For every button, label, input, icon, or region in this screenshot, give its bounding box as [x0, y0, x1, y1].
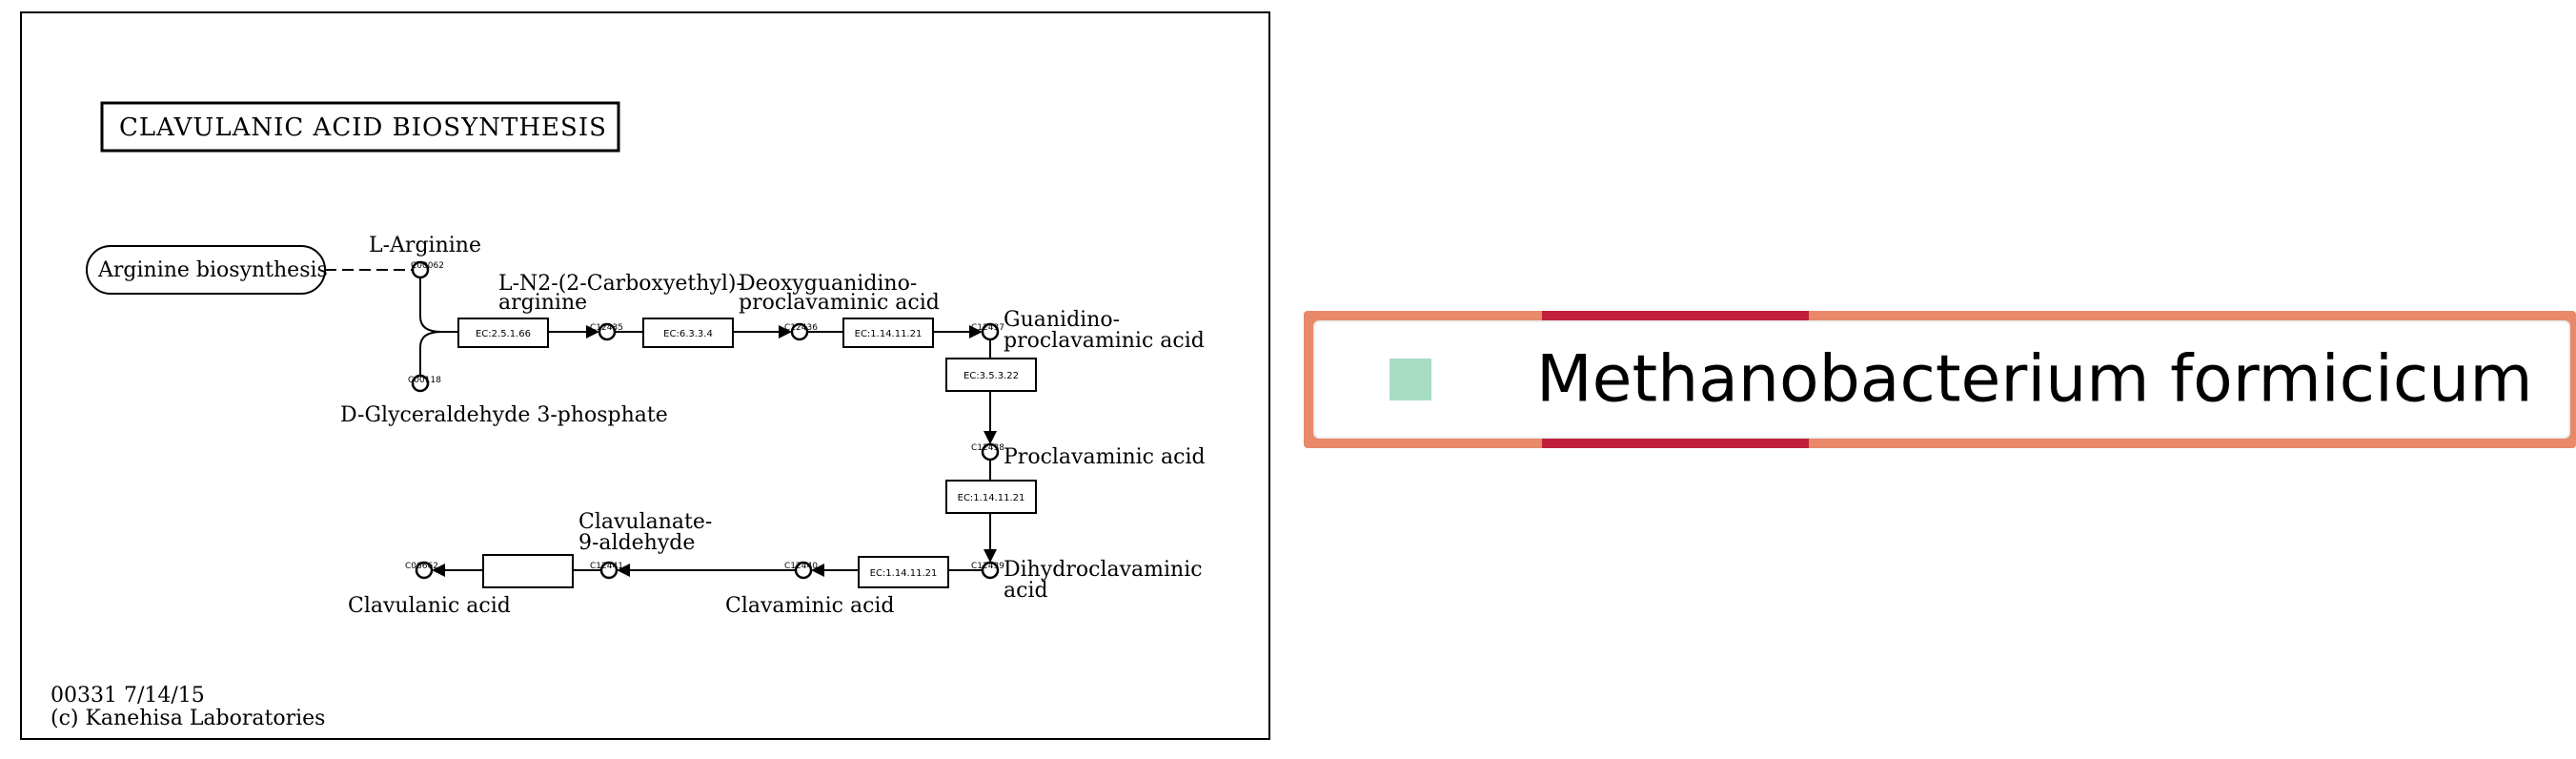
enzyme-box-e7[interactable] — [482, 554, 574, 588]
compound-label-clavulanate-aldehyde-1: Clavulanate- — [578, 510, 712, 534]
compound-label-carboxyethyl-arginine-2: arginine — [498, 291, 587, 315]
enzyme-box-e2[interactable] — [642, 318, 734, 348]
compound-id-clavulanic: C06662 — [405, 562, 438, 571]
enzyme-box-e4[interactable] — [945, 358, 1037, 392]
compound-id-proclavaminic: C12438 — [971, 443, 1004, 453]
legend-color-swatch — [1389, 359, 1431, 400]
legend-organism-label: Methanobacterium formicicum — [1536, 341, 2533, 418]
compound-id-g3p: C00118 — [408, 376, 441, 385]
enzyme-box-e6[interactable] — [858, 556, 949, 588]
compound-label-clavulanate-aldehyde-2: 9-aldehyde — [578, 531, 695, 555]
compound-id-carboxyethyl-arginine: C12435 — [590, 323, 623, 333]
enzyme-label-e6: EC:1.14.11.21 — [870, 568, 938, 579]
pathway-map: CLAVULANIC ACID BIOSYNTHESIS Arginine bi… — [20, 11, 1270, 740]
compound-id-clavaminic: C12440 — [784, 562, 818, 571]
compound-label-guanidino-1: Guanidino- — [1004, 308, 1120, 332]
enzyme-box-e5[interactable] — [945, 480, 1037, 514]
map-footer-id: 00331 7/14/15 — [51, 684, 205, 708]
compound-label-carboxyethyl-arginine-1: L-N2-(2-Carboxyethyl)- — [498, 272, 743, 296]
linked-map-label: Arginine biosynthesis — [97, 258, 328, 282]
compound-label-l-arginine: L-Arginine — [369, 234, 481, 257]
compound-label-proclavaminic: Proclavaminic acid — [1004, 445, 1206, 469]
enzyme-label-e3: EC:1.14.11.21 — [855, 329, 923, 339]
compound-id-dihydroclavaminic: C12439 — [971, 562, 1004, 571]
compound-id-clavulanate-aldehyde: C12441 — [590, 562, 623, 571]
compound-label-guanidino-2: proclavaminic acid — [1004, 329, 1205, 353]
pathway-diagram: CLAVULANIC ACID BIOSYNTHESIS Arginine bi… — [51, 101, 1206, 730]
legend-entry[interactable]: Methanobacterium formicicum — [1313, 320, 2570, 439]
edge-g3p-to-e1 — [419, 331, 442, 376]
map-footer-copyright: (c) Kanehisa Laboratories — [51, 707, 325, 730]
compound-label-clavaminic: Clavaminic acid — [725, 594, 895, 618]
compound-id-l-arginine: C00062 — [411, 261, 444, 271]
enzyme-label-e1: EC:2.5.1.66 — [476, 329, 531, 339]
compound-id-deoxyguanidino: C12436 — [784, 323, 818, 333]
compound-label-deoxyguanidino-2: proclavaminic acid — [739, 291, 940, 315]
enzyme-box-e3[interactable] — [842, 318, 934, 348]
compound-label-g3p: D-Glyceraldehyde 3-phosphate — [340, 403, 668, 427]
enzyme-label-e4: EC:3.5.3.22 — [963, 371, 1019, 381]
compound-label-deoxyguanidino-1: Deoxyguanidino- — [739, 272, 917, 296]
organism-legend: Methanobacterium formicicum — [1304, 311, 2576, 448]
edge-arginine-to-e1 — [419, 277, 458, 333]
compound-label-clavulanic: Clavulanic acid — [348, 594, 511, 618]
compound-id-guanidino: C12437 — [971, 323, 1004, 333]
compound-clavulanic[interactable] — [415, 561, 434, 580]
compound-label-dihydroclavaminic-2: acid — [1004, 579, 1048, 603]
map-title: CLAVULANIC ACID BIOSYNTHESIS — [119, 113, 607, 142]
map-title-box — [100, 101, 620, 153]
enzyme-label-e2: EC:6.3.3.4 — [663, 329, 713, 339]
compound-label-dihydroclavaminic-1: Dihydroclavaminic — [1004, 558, 1203, 582]
enzyme-box-e1[interactable] — [457, 318, 549, 348]
enzyme-label-e5: EC:1.14.11.21 — [958, 493, 1025, 503]
